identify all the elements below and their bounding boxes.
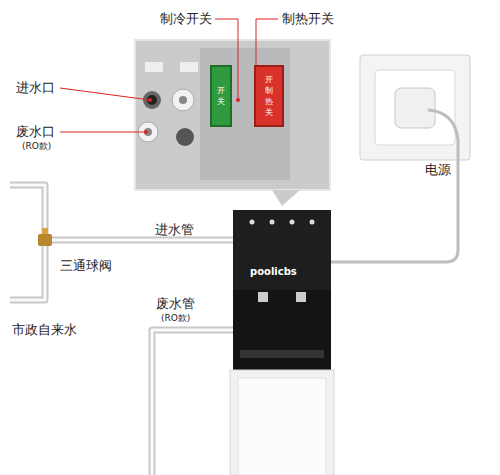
inlet-fitting bbox=[179, 96, 187, 104]
dispenser-panel bbox=[233, 210, 331, 290]
pipes bbox=[10, 185, 233, 475]
inset-border bbox=[135, 40, 330, 190]
valve-handle bbox=[42, 228, 48, 234]
model-note: (RO款) bbox=[161, 313, 190, 324]
model-note: (RO款) bbox=[22, 141, 51, 152]
source-label: 市政自来水 bbox=[12, 322, 77, 338]
inlet-fitting bbox=[172, 89, 194, 111]
rocker-switch: 开 关 bbox=[210, 65, 232, 127]
button bbox=[250, 220, 255, 225]
button bbox=[270, 220, 275, 225]
leader-dot bbox=[148, 98, 152, 102]
drip-tray bbox=[240, 350, 324, 358]
plug bbox=[395, 88, 435, 128]
leader-line bbox=[60, 88, 150, 100]
pipe-label: 进水管 bbox=[155, 222, 194, 238]
power-cord bbox=[330, 110, 458, 262]
sticker bbox=[180, 62, 198, 72]
brand-logo: poolicbs bbox=[250, 266, 297, 278]
button bbox=[290, 220, 295, 225]
ball-valve bbox=[38, 234, 52, 246]
socket-face bbox=[375, 70, 455, 145]
switch-label: 制冷开关 bbox=[160, 11, 212, 27]
hole bbox=[176, 128, 194, 146]
switch-label: 制热开关 bbox=[282, 11, 334, 27]
switch-text: 开 制热 关 bbox=[263, 74, 275, 118]
inset-pointer bbox=[272, 190, 300, 206]
hole bbox=[147, 95, 157, 105]
waste-fitting bbox=[144, 128, 152, 136]
wall-socket bbox=[360, 55, 470, 160]
rocker-switch: 开 制热 关 bbox=[254, 65, 284, 127]
port-label: 进水口 bbox=[16, 80, 55, 96]
switch-plate bbox=[200, 48, 290, 180]
switch-text: 开 关 bbox=[215, 85, 227, 107]
button bbox=[310, 220, 315, 225]
dispenser-cabinet bbox=[230, 370, 334, 475]
hole bbox=[143, 91, 161, 109]
pipe-label: 废水管 bbox=[156, 296, 195, 312]
power-label: 电源 bbox=[425, 162, 451, 178]
port-label: 废水口 bbox=[16, 124, 55, 140]
valve-label: 三通球阀 bbox=[60, 258, 112, 274]
leader-line bbox=[60, 132, 146, 133]
faucet bbox=[258, 292, 268, 302]
cabinet-door bbox=[238, 378, 326, 475]
leader-dot bbox=[144, 130, 148, 134]
sticker bbox=[145, 62, 163, 72]
inset-panel bbox=[135, 40, 330, 190]
dispenser-body bbox=[233, 210, 331, 370]
leader-dot bbox=[236, 98, 240, 102]
faucet bbox=[296, 292, 306, 302]
